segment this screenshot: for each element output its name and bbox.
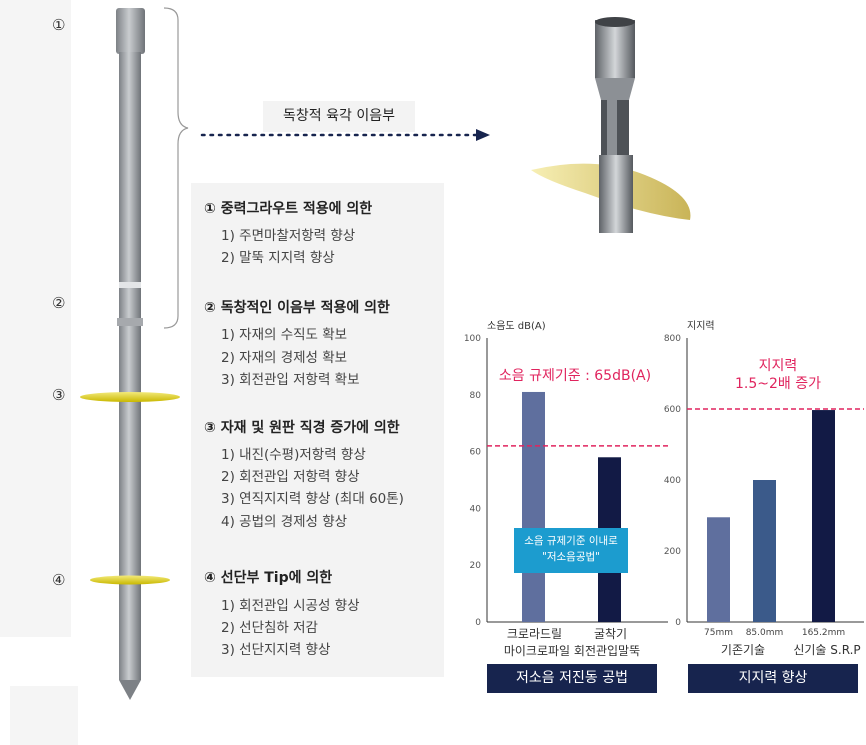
capacity-group-label: 신기술 S.R.P: [793, 643, 861, 657]
section-2-item: 3) 회전관입 저항력 확보: [221, 372, 360, 388]
capacity-y-tick-label: 0: [675, 618, 681, 628]
section-1-item: 1) 주면마찰저항력 향상: [221, 228, 356, 244]
pile-lower-segment: [119, 326, 141, 680]
capacity-x-tick-label: 75mm: [704, 628, 733, 638]
helix-disk-large: [80, 392, 180, 402]
hexagon-joint: [117, 318, 143, 326]
capacity-bar: [707, 517, 730, 622]
noise-sublabel: 마이크로파일 회전관입말뚝: [503, 644, 641, 658]
section-3-item: 3) 연직지지력 향상 (최대 60톤): [221, 491, 404, 507]
capacity-bar: [753, 480, 776, 622]
noise-y-tick-label: 80: [470, 391, 482, 401]
section-3-title: ③ 자재 및 원판 직경 증가에 의한: [204, 420, 400, 436]
capacity-chart: 0 200 400 600 800 75mm 85.0mm 165.2mm: [664, 334, 864, 638]
section-2-item: 2) 자재의 경제성 확보: [221, 350, 348, 366]
brace-bracket: [163, 7, 189, 329]
grout-band: [119, 282, 141, 288]
capacity-threshold-line: 1.5~2배 증가: [735, 376, 821, 392]
capacity-y-tick-label: 400: [664, 476, 681, 486]
noise-y-tick-label: 0: [475, 618, 481, 628]
section-4-title: ④ 선단부 Tip에 의한: [204, 570, 333, 586]
noise-threshold-label: 소음 규제기준 : 65dB(A): [498, 368, 652, 384]
section-4-item: 3) 선단지지력 향상: [221, 642, 331, 658]
section-2-item: 1) 자재의 수직도 확보: [221, 327, 348, 343]
marker-3: ③: [52, 386, 66, 404]
left-panel-background-lower: [10, 686, 78, 745]
section-1-item: 2) 말뚝 지지력 향상: [221, 250, 335, 266]
capacity-threshold-label: 지지력 1.5~2배 증가: [718, 357, 838, 393]
capacity-y-tick-label: 200: [664, 547, 681, 557]
capacity-bar: [812, 410, 835, 622]
noise-y-tick-label: 100: [464, 334, 481, 344]
marker-1: ①: [52, 16, 66, 34]
noise-category-label: 굴착기: [593, 627, 628, 641]
helix-disk-small: [90, 575, 170, 585]
pile-tip: [119, 680, 141, 700]
capacity-chart-footer: 지지력 향상: [688, 664, 858, 693]
capacity-x-tick-label: 165.2mm: [802, 628, 845, 638]
feature-description-panel: [191, 183, 444, 677]
capacity-y-tick-label: 800: [664, 334, 681, 344]
section-4-item: 1) 회전관입 시공성 향상: [221, 598, 360, 614]
noise-y-tick-label: 40: [470, 504, 482, 514]
pile-upper-segment: [119, 52, 141, 282]
noise-note-box: 소음 규제기준 이내로 "저소음공법": [514, 528, 628, 573]
marker-2: ②: [52, 294, 66, 312]
joint-illustration: [531, 17, 691, 233]
capacity-x-tick-label: 85.0mm: [746, 628, 784, 638]
noise-y-tick-label: 20: [470, 561, 482, 571]
noise-note-line: 소음 규제기준 이내로: [524, 535, 618, 547]
capacity-y-tick-label: 600: [664, 405, 681, 415]
section-3-item: 2) 회전관입 저항력 향상: [221, 469, 360, 485]
noise-note-line: "저소음공법": [542, 551, 600, 563]
section-4-item: 2) 선단침하 저감: [221, 620, 318, 636]
pile-illustration: [80, 8, 180, 700]
left-panel-background: [0, 0, 71, 637]
noise-y-tick-label: 60: [470, 448, 482, 458]
section-2-title: ② 독창적인 이음부 적용에 의한: [204, 300, 390, 316]
noise-chart-footer: 저소음 저진동 공법: [487, 664, 657, 693]
capacity-group-label: 기존기술: [720, 643, 766, 657]
noise-category-label: 크로라드릴: [506, 627, 563, 641]
noise-bar: [522, 391, 545, 622]
section-3-item: 1) 내진(수평)저항력 향상: [221, 447, 366, 463]
joint-callout-label: 독창적 육각 이음부: [263, 101, 415, 132]
capacity-threshold-line: 지지력: [758, 358, 798, 374]
noise-chart-ylabel: 소음도 dB(A): [487, 321, 546, 332]
section-3-item: 4) 공법의 경제성 향상: [221, 514, 348, 530]
section-1-title: ① 중력그라우트 적용에 의한: [204, 201, 373, 217]
marker-4: ④: [52, 571, 66, 589]
capacity-chart-ylabel: 지지력: [687, 321, 715, 332]
dotted-arrow: [200, 129, 490, 141]
pile-head: [116, 8, 145, 54]
